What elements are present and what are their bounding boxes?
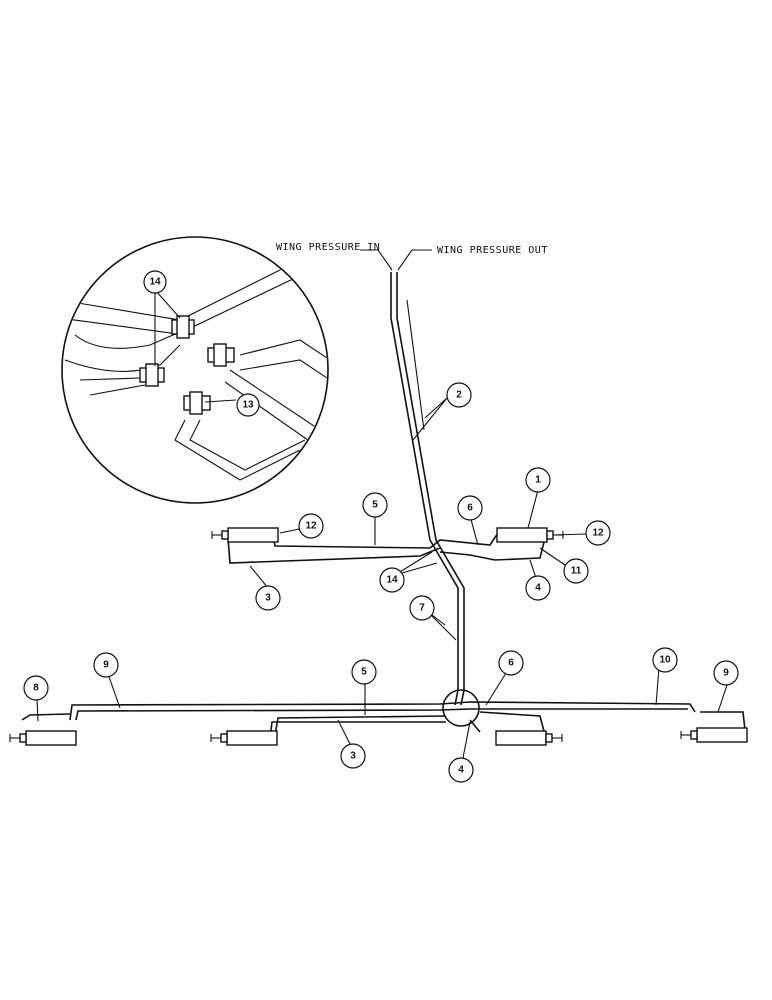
callout-9-right: 9: [723, 668, 729, 679]
upper-left-cylinder: [211, 527, 279, 543]
callout-14-detail-text: 14: [149, 277, 161, 288]
callout-14-main: 14: [386, 575, 398, 586]
lower-cylinder-2: [210, 730, 278, 746]
detail-circle: [61, 236, 329, 504]
wing-pressure-in-label: WING PRESSURE IN: [276, 242, 380, 253]
detail-fitting-a: [171, 315, 195, 339]
lower-cylinder-1: [9, 730, 77, 746]
callout-4-bottom: 4: [458, 765, 464, 776]
detail-fitting-c: [207, 343, 235, 367]
callout-5-bottom: 5: [361, 667, 367, 678]
callout-7: 7: [419, 603, 425, 614]
detail-view: 14 13: [61, 236, 329, 504]
callout-6-bottom: 6: [508, 658, 514, 669]
lower-branch-lines: [21, 689, 746, 739]
manifold-circle: [442, 689, 480, 727]
callout-8: 8: [33, 683, 39, 694]
lower-cylinder-4: [680, 727, 748, 743]
callouts: 1 2 5 6 12 12 3 14 4 11 7 8 9 5 6 10 9 3…: [23, 382, 739, 783]
callout-5-top: 5: [372, 500, 378, 511]
wing-pressure-out-label: WING PRESSURE OUT: [437, 245, 548, 256]
callout-9-left: 9: [103, 660, 109, 671]
callout-14-detail: [143, 270, 167, 294]
callout-3-top: 3: [265, 593, 271, 604]
callout-4-top: 4: [535, 583, 541, 594]
callout-6-top: 6: [467, 503, 473, 514]
callout-3-bottom: 3: [350, 751, 356, 762]
detail-fitting-b: [139, 363, 165, 387]
callout-10: 10: [659, 655, 671, 666]
upper-branch-lines: [227, 529, 546, 564]
callout-13-detail: [236, 393, 260, 417]
callout-13-detail-text: 13: [242, 400, 254, 411]
detail-hoses: [63, 249, 327, 481]
supply-lines: [390, 272, 465, 706]
callout-2: 2: [456, 390, 462, 401]
callout-12-left: 12: [305, 521, 317, 532]
callout-12-right: 12: [592, 528, 604, 539]
lower-cylinder-3: [495, 730, 563, 746]
detail-fitting-d: [183, 391, 211, 415]
callout-11: 11: [571, 566, 582, 577]
callout-1: 1: [535, 475, 541, 486]
